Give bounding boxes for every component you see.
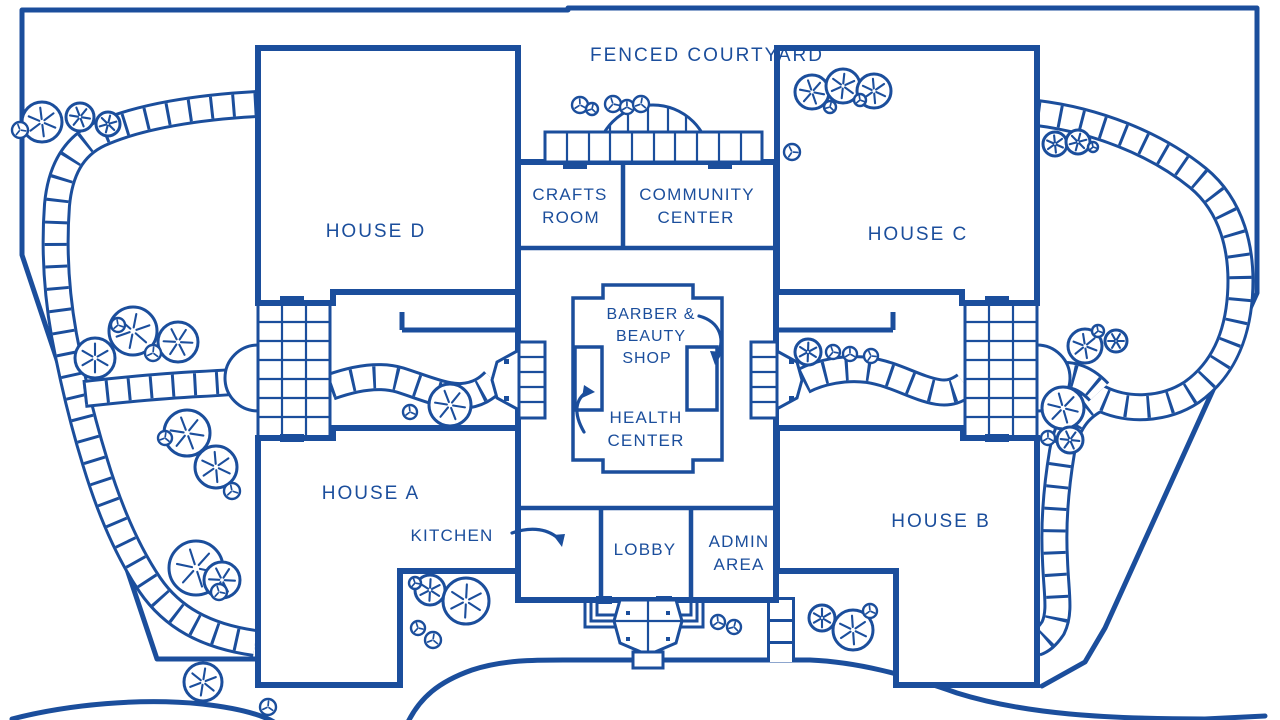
house-b-label: HOUSE B [891, 511, 991, 532]
labels-layer: FENCED COURTYARD HOUSE D HOUSE C HOUSE A… [322, 45, 991, 574]
patio-grid-lines [965, 303, 1037, 438]
tree-icon [64, 101, 96, 133]
tree-icon [407, 575, 423, 591]
kitchen-label: KITCHEN [410, 526, 493, 545]
courtyard-walls [399, 312, 896, 333]
house-c-label: HOUSE C [868, 224, 969, 245]
tree-icon [725, 618, 743, 636]
tree-icon [1103, 328, 1129, 354]
tree-icon [1039, 429, 1057, 447]
tree-icon [852, 92, 868, 108]
tree-icon [193, 444, 239, 490]
tree-icon [618, 98, 636, 116]
entry-drive-west [9, 699, 276, 720]
entrance-stub [631, 650, 665, 670]
tree-icon [222, 481, 242, 501]
tree-icon [143, 343, 163, 363]
lobby-label: LOBBY [614, 540, 677, 559]
tree-icon [209, 582, 229, 602]
house-c-outline [774, 45, 1040, 306]
community-center-label: CENTER [657, 208, 734, 227]
admin-area-label: ADMIN [709, 532, 770, 551]
tree-icon [824, 343, 842, 361]
tree-icon [793, 337, 823, 367]
tree-icon [584, 101, 600, 117]
tree-icon [631, 94, 651, 114]
tree-icon [709, 613, 727, 631]
patio-fan-left [223, 343, 259, 413]
east-gate [749, 340, 804, 420]
barber-beauty-label: SHOP [622, 350, 671, 367]
walkway-west-spur [84, 381, 243, 394]
courtyard-terrace [543, 103, 764, 164]
terrace-tile-lines [565, 132, 743, 162]
tree-icon [427, 382, 473, 428]
house-b-outline [774, 425, 1040, 688]
tree-icon [94, 110, 122, 138]
tree-icon [1086, 140, 1100, 154]
tree-icon [807, 603, 837, 633]
fenced-courtyard-label: FENCED COURTYARD [590, 45, 824, 66]
house-a-outline [255, 425, 521, 688]
health-center-label: HEALTH [609, 408, 682, 427]
admin-area-label: AREA [713, 555, 764, 574]
tree-icon [1066, 327, 1104, 365]
tree-icon [20, 100, 64, 144]
barber-beauty-label: BARBER & [607, 306, 696, 323]
patio-grid-lines [258, 303, 330, 438]
tree-icon [401, 403, 419, 421]
house-d-outline [255, 45, 521, 306]
tree-icon [156, 320, 200, 364]
tree-icon [1041, 130, 1069, 158]
tree-icon [1090, 323, 1106, 339]
health-center-label: CENTER [607, 431, 684, 450]
tree-icon [10, 120, 30, 140]
tree-icon [1064, 128, 1092, 156]
tree-icon [861, 602, 879, 620]
tree-icon [441, 576, 491, 626]
tree-icon [603, 94, 623, 114]
tree-icon [73, 336, 117, 380]
tree-icon [793, 73, 831, 111]
tree-icon [423, 630, 443, 650]
tree-icon [1040, 385, 1086, 431]
tree-icon [258, 697, 278, 717]
tree-icon [822, 99, 838, 115]
tree-icon [109, 316, 127, 334]
west-gate [490, 340, 547, 420]
house-d-label: HOUSE D [326, 221, 427, 242]
tree-icon [1055, 425, 1085, 455]
entrance-canopy [583, 598, 705, 670]
tree-icon [782, 142, 802, 162]
tree-icon [862, 347, 880, 365]
walkway-left-court [330, 377, 494, 396]
walkway-right-court [803, 369, 965, 392]
health-center-outline [571, 283, 724, 474]
patio-grid-left [223, 301, 332, 440]
barber-beauty-label: BEAUTY [616, 328, 686, 345]
tree-icon [409, 619, 427, 637]
community-building-partitions [518, 162, 776, 600]
tree-icon [841, 345, 859, 363]
direction-arrows [510, 314, 723, 547]
tree-icon [182, 661, 224, 703]
crafts-room-label: ROOM [542, 208, 600, 227]
patio-grid-right [963, 301, 1072, 440]
trees-layer [10, 67, 1129, 717]
tree-icon [831, 608, 875, 652]
crafts-room-label: CRAFTS [532, 185, 607, 204]
community-center-label: COMMUNITY [639, 185, 755, 204]
tree-icon [156, 429, 174, 447]
entry-drive [406, 657, 1268, 720]
house-a-label: HOUSE A [322, 483, 420, 504]
inner-room-right [685, 345, 719, 412]
